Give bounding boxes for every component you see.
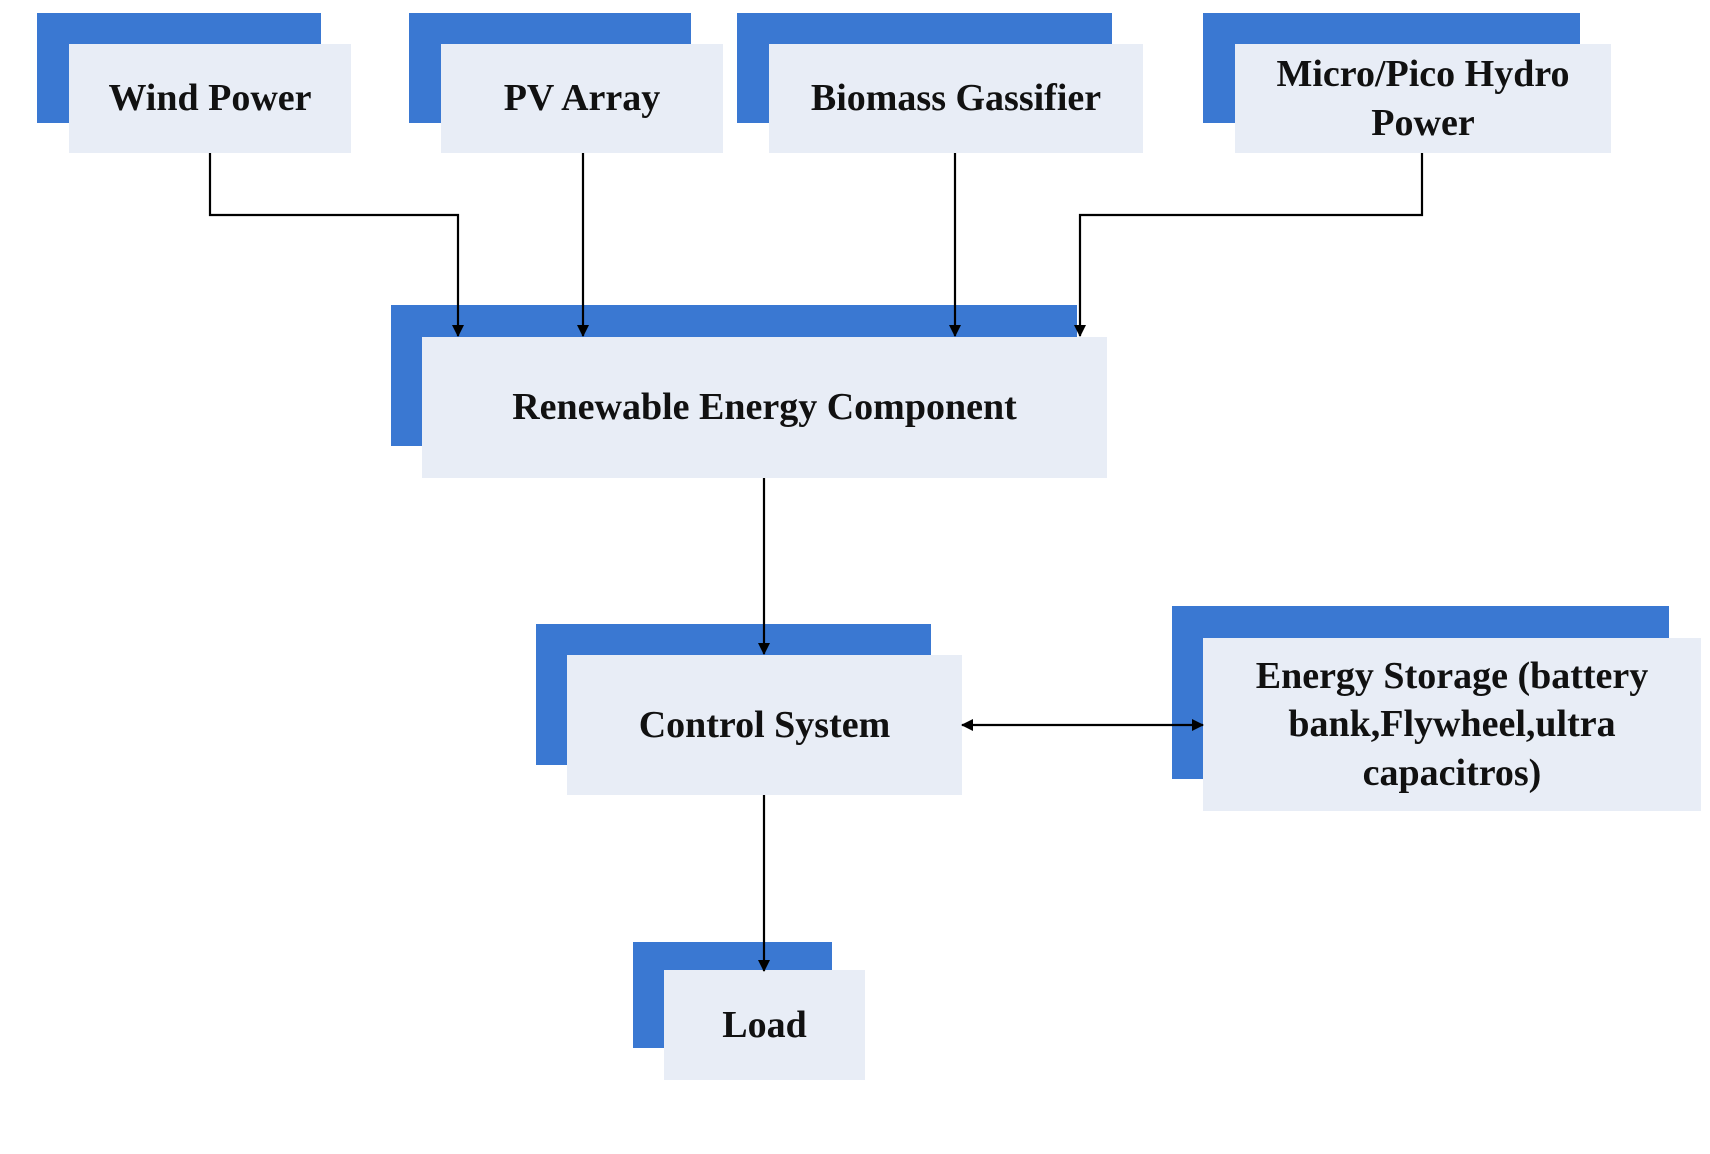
node-load: Load [633,942,865,1080]
edge-hydro-to-renewable [1074,153,1424,337]
node-label: Control System [567,655,962,795]
node-label: Energy Storage (battery bank,Flywheel,ul… [1203,638,1701,811]
node-label: Micro/Pico Hydro Power [1235,44,1611,153]
node-label: Biomass Gassifier [769,44,1143,153]
node-label: PV Array [441,44,723,153]
node-label: Load [664,970,865,1080]
node-micro-pico-hydro: Micro/Pico Hydro Power [1203,13,1611,153]
node-label: Wind Power [69,44,351,153]
node-pv-array: PV Array [409,13,723,153]
node-renewable-energy-component: Renewable Energy Component [391,305,1107,478]
node-wind-power: Wind Power [37,13,351,153]
node-energy-storage: Energy Storage (battery bank,Flywheel,ul… [1172,606,1701,811]
node-control-system: Control System [536,624,962,795]
node-label: Renewable Energy Component [422,337,1107,478]
node-biomass-gassifier: Biomass Gassifier [737,13,1143,153]
